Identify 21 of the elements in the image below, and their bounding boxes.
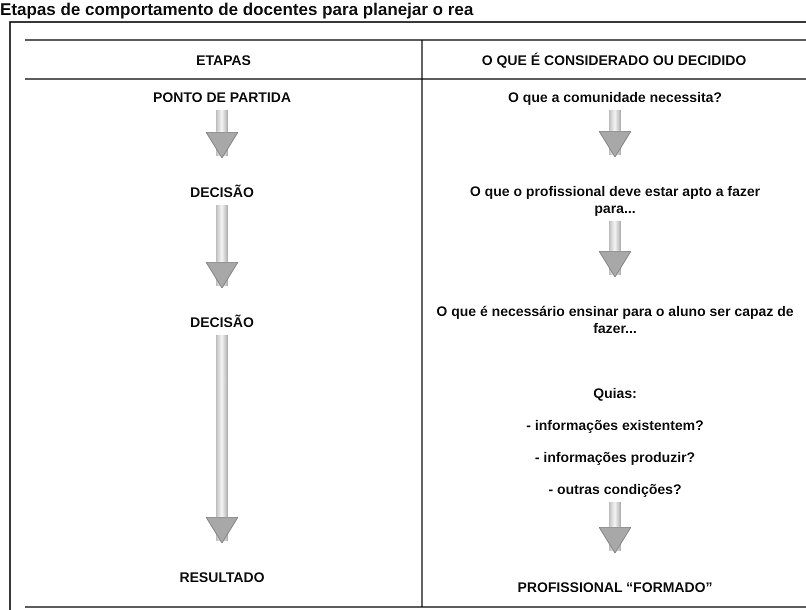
step-text: DECISÃO — [72, 184, 372, 201]
list-item: - informações existentem? — [525, 417, 705, 434]
list-heading: Quias: — [592, 385, 638, 402]
list-item: - informações produzir? — [534, 449, 696, 466]
step-text: PROFISSIONAL “FORMADO” — [430, 579, 800, 596]
step-text: O que é necessário ensinar para o aluno ser capaz de fazer... — [430, 303, 800, 337]
column-header: ETAPAS — [195, 52, 252, 69]
step-text: RESULTADO — [72, 569, 372, 586]
step-text: DECISÃO — [72, 314, 372, 331]
down-arrow — [206, 335, 238, 544]
list-item: - outras condições? — [547, 481, 683, 498]
down-arrow — [206, 205, 238, 288]
step-text: O que o profissional deve estar apto a fazer para... — [450, 183, 780, 217]
title: Etapas de comportamento de docentes para planejar o rea — [0, 0, 474, 20]
column-header: O QUE É CONSIDERADO OU DECIDIDO — [480, 52, 748, 69]
down-arrow — [598, 221, 632, 278]
step-text: PONTO DE PARTIDA — [72, 89, 372, 106]
down-arrow — [206, 110, 238, 158]
down-arrow — [598, 502, 632, 554]
down-arrow — [598, 110, 632, 158]
step-text: O que a comunidade necessita? — [430, 89, 800, 106]
